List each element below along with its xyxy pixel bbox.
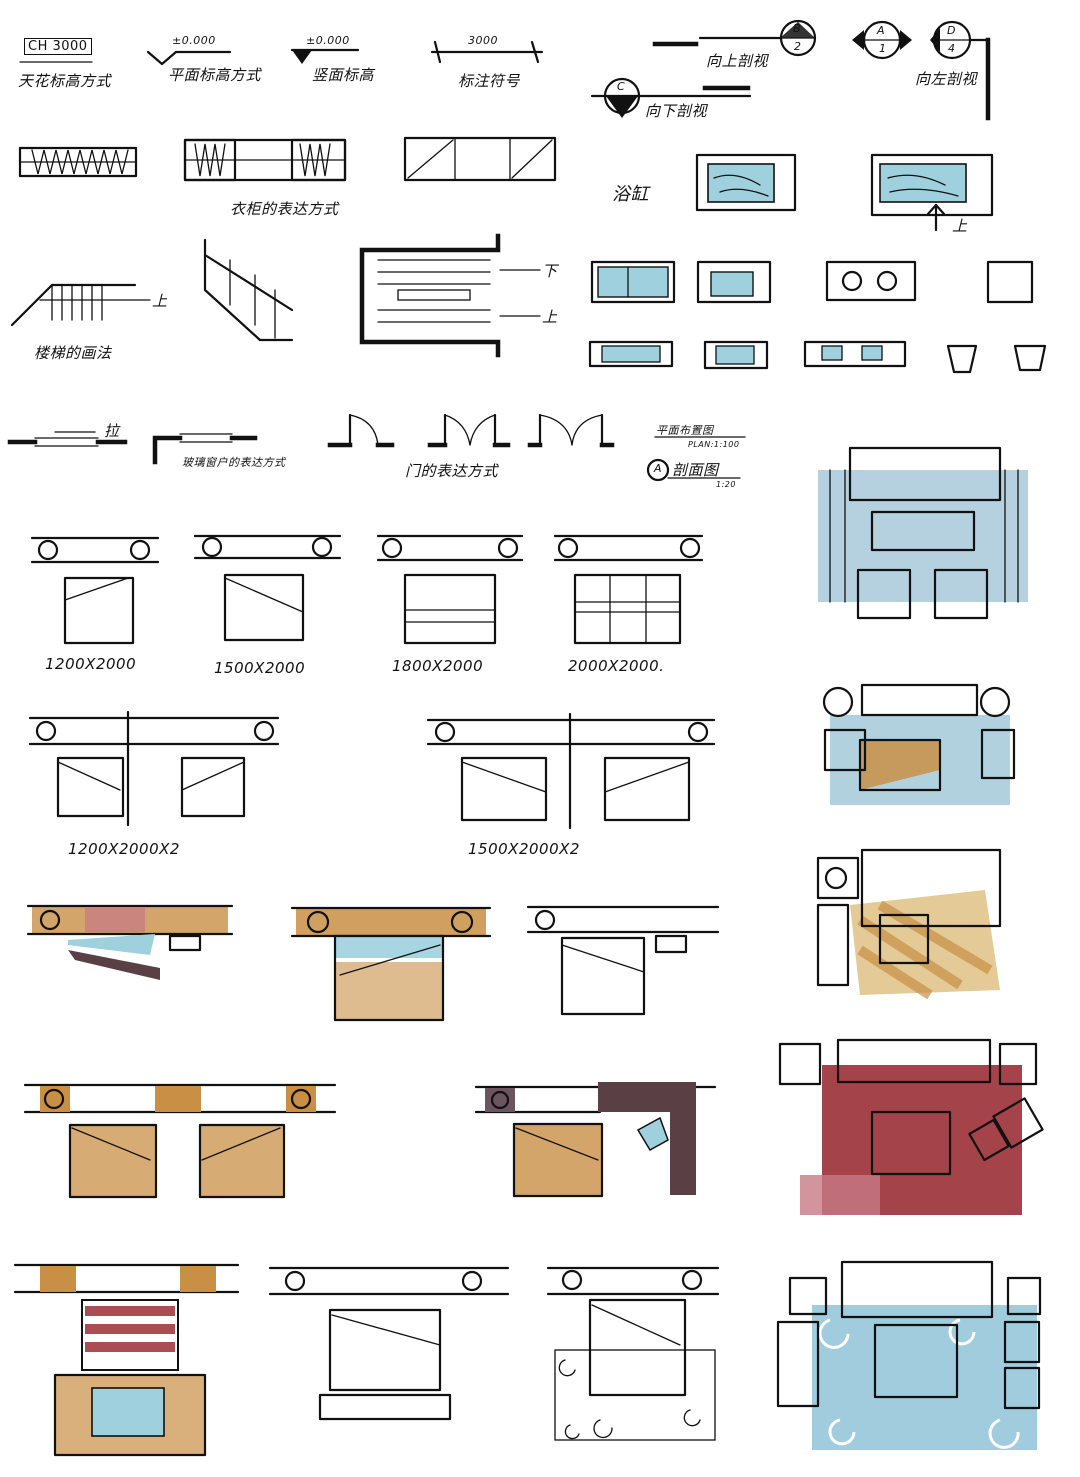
bed-plan-1200	[30, 536, 160, 645]
plan-level-caption: 平面标高方式	[168, 66, 262, 84]
window-caption: 玻璃窗户的表达方式	[182, 456, 286, 469]
living-room-plan-1	[818, 446, 1028, 620]
striped-bed-plan	[13, 1263, 240, 1457]
twin-bed-plan-1200	[28, 710, 280, 827]
sliding-door-sketch	[7, 431, 128, 447]
bed-size-label-3: 1800X2000	[392, 657, 484, 675]
section-a-bottom: 1	[879, 42, 887, 55]
bed-size-label-4: 2000X2000.	[568, 657, 665, 675]
plan-title: 平面布置图	[656, 424, 714, 437]
bed-plan-1800	[376, 534, 524, 645]
section-left-caption: 向左剖视	[915, 70, 978, 88]
pull-label: 拉	[104, 422, 120, 440]
wardrobe-sketch-2	[183, 138, 347, 182]
swirl-rug-bed-plan	[546, 1266, 720, 1441]
ceiling-level-box: CH 3000	[24, 38, 92, 55]
simple-bed-plan	[268, 1266, 510, 1421]
bathtub-up-label: 上	[952, 217, 968, 235]
stair-section-sketch	[359, 233, 541, 358]
ceiling-level-caption: 天花标高方式	[18, 72, 112, 90]
section-up-bottom: 2	[794, 40, 802, 53]
section-left-top: D	[947, 24, 956, 37]
stair-up-label-1: 上	[152, 292, 168, 310]
stairs-caption: 楼梯的画法	[34, 344, 112, 362]
section-down-top: C	[617, 80, 626, 93]
section-down-caption: 向下剖视	[645, 102, 708, 120]
colored-bed-plan-2	[290, 906, 492, 1022]
section-up-caption: 向上剖视	[706, 52, 769, 70]
wardrobe-sketch-3	[403, 136, 557, 182]
plan-scale: PLAN:1:100	[688, 440, 740, 449]
stair-plan-sketch-1	[10, 283, 151, 327]
dimension-value: 3000	[468, 34, 498, 47]
section-a-symbol	[852, 20, 912, 60]
living-room-plan-5	[776, 1260, 1042, 1450]
elevation-level-value: ±0.000	[306, 34, 350, 47]
bed-size-label-1: 1200X2000	[45, 655, 137, 673]
plan-level-symbol	[146, 50, 232, 66]
wardrobe-sketch-1	[18, 146, 138, 178]
bed-plan-2000	[553, 534, 704, 645]
elevation-level-symbol	[290, 48, 360, 64]
living-room-plan-2	[822, 683, 1016, 805]
section-up-symbol	[652, 19, 817, 57]
twin-bed-size-label-1: 1200X2000X2	[68, 840, 180, 858]
section-left-symbol	[930, 20, 991, 121]
dimension-caption: 标注符号	[458, 72, 521, 90]
drawing-title-marks	[646, 436, 746, 482]
door-caption: 门的表达方式	[405, 462, 499, 480]
colored-twin-bed-plan	[23, 1083, 337, 1199]
plan-level-value: ±0.000	[172, 34, 216, 47]
bathtub-sketch-2	[870, 153, 994, 232]
section-left-bottom: 4	[948, 42, 956, 55]
door-swing-sketches	[327, 413, 615, 448]
colored-corner-bed-plan	[474, 1082, 717, 1198]
bed-plan-1500	[193, 534, 342, 642]
window-sketch	[152, 433, 258, 465]
twin-bed-plan-1500	[426, 712, 716, 830]
dimension-symbol	[430, 40, 544, 64]
colored-bed-plan-1	[26, 904, 234, 980]
section-scale: 1:20	[716, 480, 736, 489]
sink-sketches	[588, 260, 1047, 374]
living-room-plan-3	[816, 848, 1002, 1000]
section-title: 剖面图	[672, 461, 719, 479]
elevation-level-caption: 竖面标高	[312, 66, 375, 84]
wardrobe-caption: 衣柜的表达方式	[230, 200, 339, 218]
section-mark-label: A	[654, 462, 663, 475]
section-a-top: A	[877, 24, 886, 37]
section-up-top: B	[793, 22, 802, 35]
twin-bed-size-label-2: 1500X2000X2	[468, 840, 580, 858]
stair-up-label-2: 上	[542, 308, 558, 326]
living-room-plan-4	[778, 1038, 1044, 1215]
section-down-bottom: 3	[618, 97, 626, 110]
stair-perspective-sketch	[203, 238, 294, 342]
bathtub-caption: 浴缸	[612, 184, 649, 205]
bed-size-label-2: 1500X2000	[214, 659, 306, 677]
bathtub-sketch-1	[695, 153, 797, 212]
section-down-symbol	[590, 77, 752, 118]
stair-down-label: 下	[542, 262, 558, 280]
colored-bed-plan-3	[526, 905, 720, 1016]
